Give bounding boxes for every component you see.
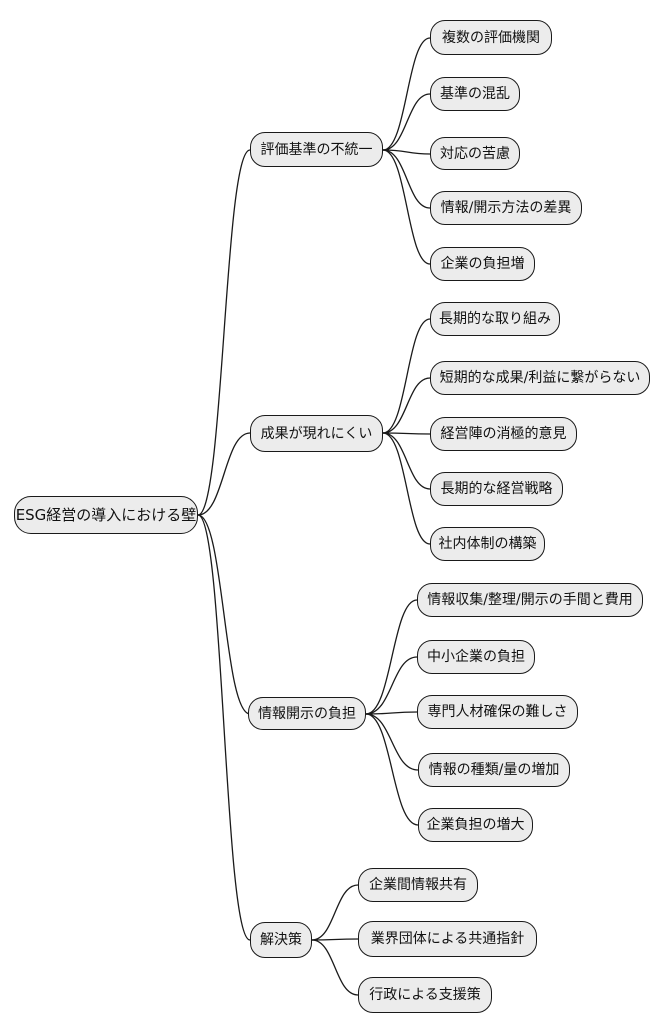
leaf-node: 行政による支援策 [358, 977, 492, 1013]
leaf-node: 専門人材確保の難しさ [417, 695, 578, 729]
edge-root-branch4 [197, 514, 251, 941]
edge-root-branch2 [197, 432, 251, 516]
leaf-node: 企業負担の増大 [418, 808, 533, 842]
leaf-node: 中小企業の負担 [417, 640, 535, 674]
edge-branch1-child3 [382, 149, 431, 155]
leaf-node: 対応の苦慮 [430, 137, 520, 170]
edge-branch3-child5 [365, 713, 419, 826]
leaf-node: 短期的な成果/利益に繋がらない [430, 361, 650, 395]
leaf-node: 企業の負担増 [430, 247, 535, 281]
edge-root-branch1 [197, 149, 251, 516]
branch-node-results-slow: 成果が現れにくい [250, 415, 383, 452]
leaf-node: 長期的な経営戦略 [430, 472, 563, 506]
leaf-node: 複数の評価機関 [430, 20, 552, 55]
leaf-node: 社内体制の構築 [430, 527, 545, 561]
branch-node-solutions: 解決策 [250, 922, 312, 958]
edge-branch1-child1 [382, 37, 431, 151]
leaf-node: 経営陣の消極的意見 [430, 417, 577, 451]
edge-branch4-child2 [311, 938, 359, 941]
edge-branch3-child3 [365, 711, 418, 715]
edge-branch4-child3 [311, 939, 359, 996]
edge-branch1-child2 [382, 93, 431, 151]
leaf-node: 基準の混乱 [430, 77, 520, 111]
edge-branch4-child1 [311, 884, 359, 941]
edge-branch3-child4 [365, 713, 419, 771]
edge-branch2-child4 [382, 432, 431, 490]
leaf-node: 情報収集/整理/開示の手間と費用 [417, 583, 643, 617]
edge-branch2-child3 [382, 432, 431, 435]
edge-branch2-child2 [382, 377, 431, 434]
edge-branch1-child5 [382, 149, 431, 265]
edge-root-branch3 [197, 514, 251, 715]
edge-branch3-child1 [365, 599, 418, 715]
branch-node-disclosure-burden: 情報開示の負担 [248, 697, 366, 730]
leaf-node: 情報の種類/量の増加 [418, 753, 570, 787]
edge-branch1-child4 [382, 149, 431, 209]
leaf-node: 情報/開示方法の差異 [430, 191, 582, 225]
branch-node-evaluation-standards: 評価基準の不統一 [250, 132, 383, 167]
edge-branch2-child5 [382, 432, 431, 545]
leaf-node: 業界団体による共通指針 [358, 921, 537, 957]
leaf-node: 長期的な取り組み [430, 302, 560, 336]
edge-branch3-child2 [365, 656, 418, 715]
leaf-node: 企業間情報共有 [358, 868, 478, 902]
root-node: ESG経営の導入における壁 [14, 496, 198, 534]
edge-branch2-child1 [382, 318, 431, 434]
